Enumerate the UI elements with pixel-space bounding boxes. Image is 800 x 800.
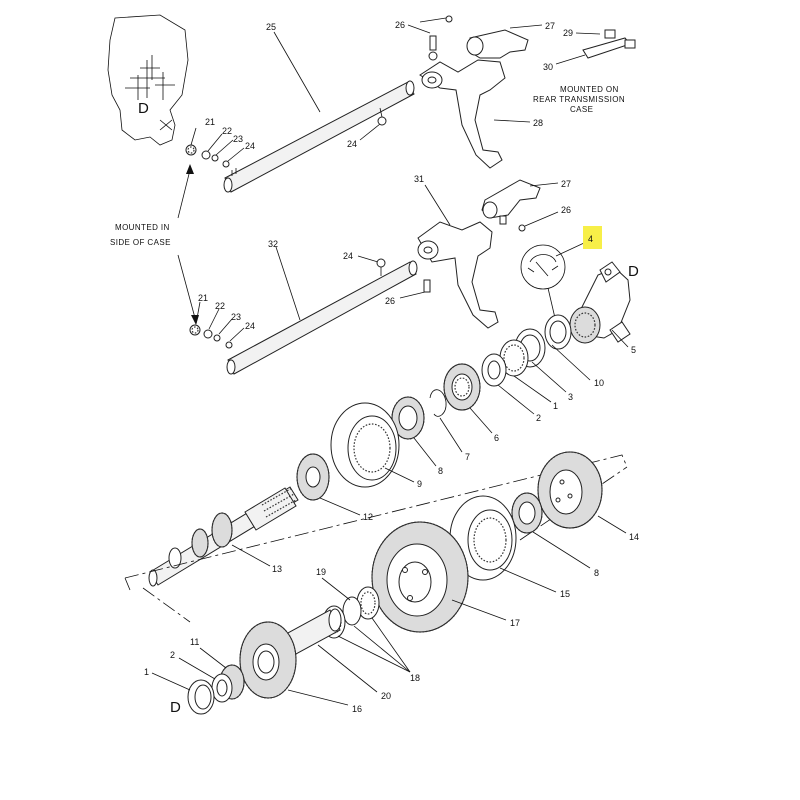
callout-23-lower: 23 <box>231 312 241 322</box>
bearing-cup-1-lower <box>187 679 215 715</box>
upper-fork-bracket <box>466 29 529 59</box>
callout-24-lower-stack: 24 <box>245 321 255 331</box>
callout-24-upper-stack: 24 <box>245 141 255 151</box>
callout-22-upper: 22 <box>222 126 232 136</box>
lower-shift-fork <box>417 221 499 329</box>
callout-10: 10 <box>594 378 604 388</box>
callout-20: 20 <box>381 691 391 701</box>
callout-11: 11 <box>190 637 199 647</box>
callout-26-lower-bracket: 26 <box>561 205 571 215</box>
callout-9: 9 <box>417 479 422 489</box>
clutch-gear-8-lower <box>511 492 543 534</box>
assembly-envelope <box>124 454 628 623</box>
callout-27-upper: 27 <box>545 21 555 31</box>
callout-14: 14 <box>629 532 639 542</box>
callout-21-lower: 21 <box>198 293 208 303</box>
highlight-box-4 <box>583 226 602 249</box>
callout-12: 12 <box>363 512 373 522</box>
upper-shift-rail <box>223 80 415 193</box>
callout-1-upper: 1 <box>553 401 558 411</box>
snap-ring-4 <box>527 254 559 277</box>
callout-16: 16 <box>352 704 362 714</box>
bearing-seal-10 <box>544 314 572 350</box>
detail-circle-4 <box>520 244 566 290</box>
callout-24-upper-rail: 24 <box>347 139 357 149</box>
large-gear-17 <box>371 521 469 633</box>
callout-17: 17 <box>510 618 520 628</box>
callout-19: 19 <box>316 567 326 577</box>
note-side-case-line2: SIDE OF CASE <box>110 238 171 247</box>
callout-2-lower: 2 <box>170 650 175 660</box>
callout-21-upper: 21 <box>205 117 215 127</box>
note-rear-case-line1: MOUNTED ON <box>560 85 619 94</box>
clutch-gear-8-upper <box>391 396 425 440</box>
callout-15: 15 <box>560 589 570 599</box>
output-yoke-5 <box>569 261 631 344</box>
callout-6: 6 <box>494 433 499 443</box>
bottom-view-marker: D <box>170 699 181 716</box>
gear-12 <box>296 453 330 501</box>
case-inset <box>107 14 189 146</box>
callout-5: 5 <box>631 345 636 355</box>
callout-30: 30 <box>543 62 553 72</box>
callout-26-upper-fork: 26 <box>395 20 405 30</box>
bearing-2-upper <box>481 353 507 387</box>
callout-24-lower-rail: 24 <box>343 251 353 261</box>
lower-detent-stack <box>189 324 233 349</box>
note-side-case-line1: MOUNTED IN <box>115 223 170 232</box>
callout-2-upper: 2 <box>536 413 541 423</box>
callout-31: 31 <box>414 174 424 184</box>
callout-7: 7 <box>465 452 470 462</box>
callout-4-highlighted: 4 <box>588 234 593 244</box>
callout-22-lower: 22 <box>215 301 225 311</box>
callout-18: 18 <box>410 673 420 683</box>
callout-29: 29 <box>563 28 573 38</box>
callout-27-lower: 27 <box>561 179 571 189</box>
snap-ring-7 <box>429 389 447 417</box>
countershaft-gear-16 <box>239 621 297 699</box>
callout-13: 13 <box>272 564 282 574</box>
lower-shift-rail <box>226 260 418 375</box>
lower-fork-bracket <box>481 179 541 225</box>
callout-3: 3 <box>568 392 573 402</box>
callout-25: 25 <box>266 22 276 32</box>
callout-1-lower: 1 <box>144 667 149 677</box>
callout-26-lower-fork: 26 <box>385 296 395 306</box>
synchronizer-hub-15 <box>449 495 517 581</box>
mainshaft-13 <box>148 486 299 587</box>
gear-14 <box>537 451 603 529</box>
callout-8-upper: 8 <box>438 466 443 476</box>
mounting-plate-and-bolts <box>582 29 636 59</box>
inset-view-marker: D <box>138 100 149 117</box>
right-view-marker: D <box>628 263 639 280</box>
synchronizer-hub-9 <box>330 402 400 488</box>
callout-32: 32 <box>268 239 278 249</box>
callout-8-lower: 8 <box>594 568 599 578</box>
upper-detent-stack <box>185 144 230 168</box>
note-rear-case-line2: REAR TRANSMISSION <box>533 95 625 104</box>
sliding-gear-6 <box>443 363 481 411</box>
bearing-2-lower <box>211 673 233 703</box>
upper-shift-fork <box>419 35 506 169</box>
note-rear-case-line3: CASE <box>570 105 593 114</box>
callout-28: 28 <box>533 118 543 128</box>
callout-23-upper: 23 <box>233 134 243 144</box>
